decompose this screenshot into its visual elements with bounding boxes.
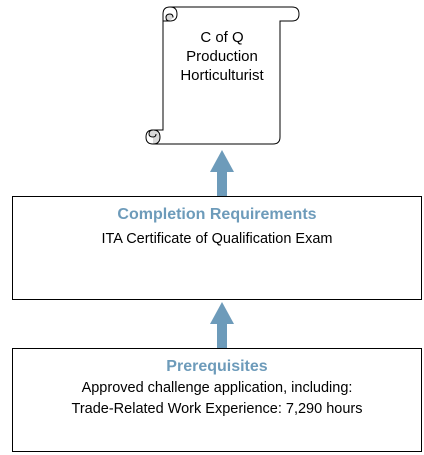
arrow-up-icon: [210, 150, 234, 196]
completion-requirements-title: Completion Requirements: [117, 206, 317, 223]
completion-requirements-box: Completion Requirements ITA Certificate …: [12, 196, 422, 300]
prerequisite-item: Trade-Related Work Experience: 7,290 hou…: [71, 401, 363, 417]
certificate-title: C of Q Production Horticulturist: [163, 28, 281, 85]
certificate-line: Production: [186, 48, 258, 65]
arrow-up-icon: [210, 302, 234, 348]
prerequisites-box: Prerequisites Approved challenge applica…: [12, 348, 422, 452]
prerequisites-title: Prerequisites: [166, 358, 268, 375]
certificate-line: C of Q: [200, 29, 244, 46]
certificate-line: Horticulturist: [180, 67, 264, 84]
completion-requirement-item: ITA Certificate of Qualification Exam: [101, 231, 333, 247]
prerequisite-item: Approved challenge application, includin…: [81, 380, 353, 396]
